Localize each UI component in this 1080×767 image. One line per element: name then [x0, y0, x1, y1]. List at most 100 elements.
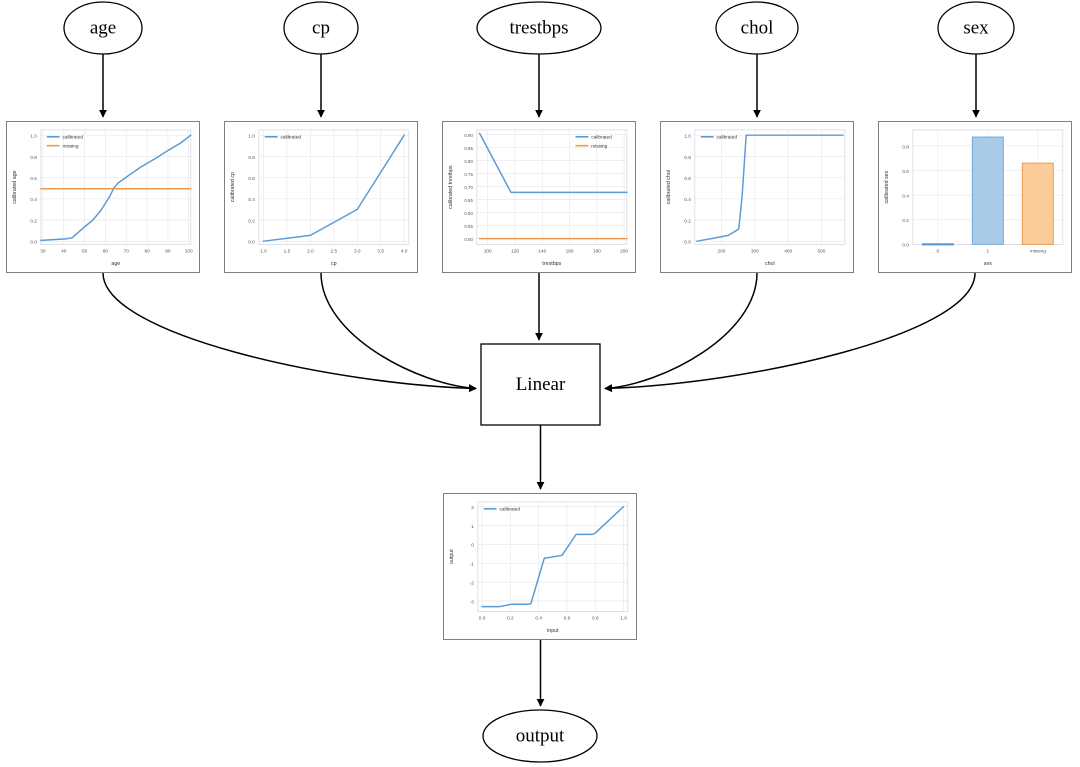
y-tick-label: 0.0 [248, 240, 255, 246]
x-tick-label: missing [1030, 248, 1046, 254]
x-tick-label: 30 [40, 248, 46, 254]
y-tick-label: 1 [471, 524, 474, 530]
y-tick-label: 0.2 [684, 218, 691, 224]
node-cp[interactable] [283, 1, 359, 55]
x-tick-label: 1.0 [260, 248, 267, 254]
y-tick-label: 0.80 [464, 159, 473, 164]
y-tick-label: 0.70 [464, 185, 473, 190]
series-calibrated [478, 132, 628, 194]
legend-label-calibrated: calibrated [281, 135, 302, 141]
y-tick-label: 0.2 [902, 218, 909, 224]
y-axis-label: calibrated sex [884, 170, 890, 203]
x-tick-label: 50 [82, 248, 88, 254]
x-tick-label: 3.0 [354, 248, 361, 254]
y-tick-label: 0.6 [684, 176, 691, 182]
bar-1 [971, 136, 1004, 245]
x-axis-label: chol [765, 261, 775, 267]
x-tick-label: 80 [144, 248, 150, 254]
x-tick-label: 300 [751, 248, 759, 254]
node-label-trestbps: trestbps [509, 17, 568, 38]
y-tick-label: 0.90 [464, 133, 473, 138]
y-tick-label: 0.6 [902, 169, 909, 175]
legend-label-calibrated: calibrated [500, 507, 521, 513]
series-calibrated [262, 134, 405, 242]
y-tick-label: -3 [470, 599, 475, 605]
y-tick-label: 0.65 [464, 198, 473, 203]
y-tick-label: 0 [471, 543, 474, 549]
y-tick-label: 0.2 [30, 218, 37, 224]
node-sex[interactable] [937, 1, 1015, 55]
x-tick-label: 1.5 [284, 248, 291, 254]
node-age[interactable] [63, 1, 143, 55]
y-axis-label: calibrated chol [666, 170, 672, 204]
bar-0 [921, 243, 954, 246]
x-tick-label: 200 [718, 248, 726, 254]
node-chol[interactable] [715, 1, 799, 55]
y-tick-label: 0.55 [464, 224, 473, 229]
x-tick-label: 60 [103, 248, 109, 254]
y-tick-label: 0.4 [248, 197, 255, 203]
node-trestbps[interactable] [476, 1, 602, 55]
x-tick-label: 140 [538, 248, 546, 254]
legend-label-calibrated: calibrated [63, 135, 84, 141]
y-tick-label: 0.0 [30, 240, 37, 246]
x-tick-label: 400 [784, 248, 792, 254]
legend-label-calibrated: calibrated [591, 135, 612, 141]
x-tick-label: 120 [511, 248, 519, 254]
x-axis-label: trestbps [542, 261, 561, 267]
y-tick-label: 0.6 [30, 176, 37, 182]
y-tick-label: 0.4 [902, 194, 909, 200]
x-tick-label: 2.5 [331, 248, 338, 254]
y-tick-label: 1.0 [30, 134, 37, 140]
series-calibrated [696, 134, 844, 242]
node-label-cp: cp [312, 17, 330, 38]
edge-sex-to-linear [604, 272, 976, 393]
node-label-linear: Linear [516, 374, 566, 395]
y-axis-label: output [449, 549, 455, 564]
x-tick-label: 180 [593, 248, 601, 254]
x-axis-label: sex [984, 261, 993, 267]
x-tick-label: 200 [620, 248, 628, 254]
node-linear[interactable] [480, 343, 601, 426]
x-tick-label: 70 [124, 248, 130, 254]
y-tick-label: -1 [470, 562, 475, 568]
x-tick-label: 40 [61, 248, 67, 254]
x-tick-label: 100 [185, 248, 193, 254]
x-tick-label: 3.5 [377, 248, 384, 254]
edge-chol-to-linear [604, 272, 758, 392]
x-axis-label: cp [331, 261, 337, 267]
y-tick-label: 0.4 [30, 197, 37, 203]
y-axis-label: calibrated age [12, 170, 18, 203]
y-axis-label: calibrated trestbps [448, 165, 454, 209]
x-tick-label: 2.0 [307, 248, 314, 254]
x-tick-label: 0 [937, 248, 940, 254]
y-tick-label: 0.8 [248, 155, 255, 161]
x-tick-label: 0.6 [564, 615, 571, 621]
y-tick-label: 0.0 [902, 243, 909, 249]
y-tick-label: 0.75 [464, 172, 473, 177]
x-tick-label: 0.8 [592, 615, 599, 621]
legend-label-calibrated: calibrated [717, 135, 738, 141]
bar-missing [1021, 162, 1054, 245]
node-label-age: age [90, 17, 116, 38]
y-tick-label: 1.0 [684, 134, 691, 140]
y-tick-label: -2 [470, 580, 475, 586]
x-tick-label: 0.4 [535, 615, 542, 621]
y-tick-label: 0.8 [30, 155, 37, 161]
node-output[interactable] [482, 709, 598, 763]
x-tick-label: 0.0 [479, 615, 486, 621]
y-tick-label: 0.8 [902, 144, 909, 150]
x-tick-label: 4.0 [401, 248, 408, 254]
series-calibrated [481, 505, 625, 608]
